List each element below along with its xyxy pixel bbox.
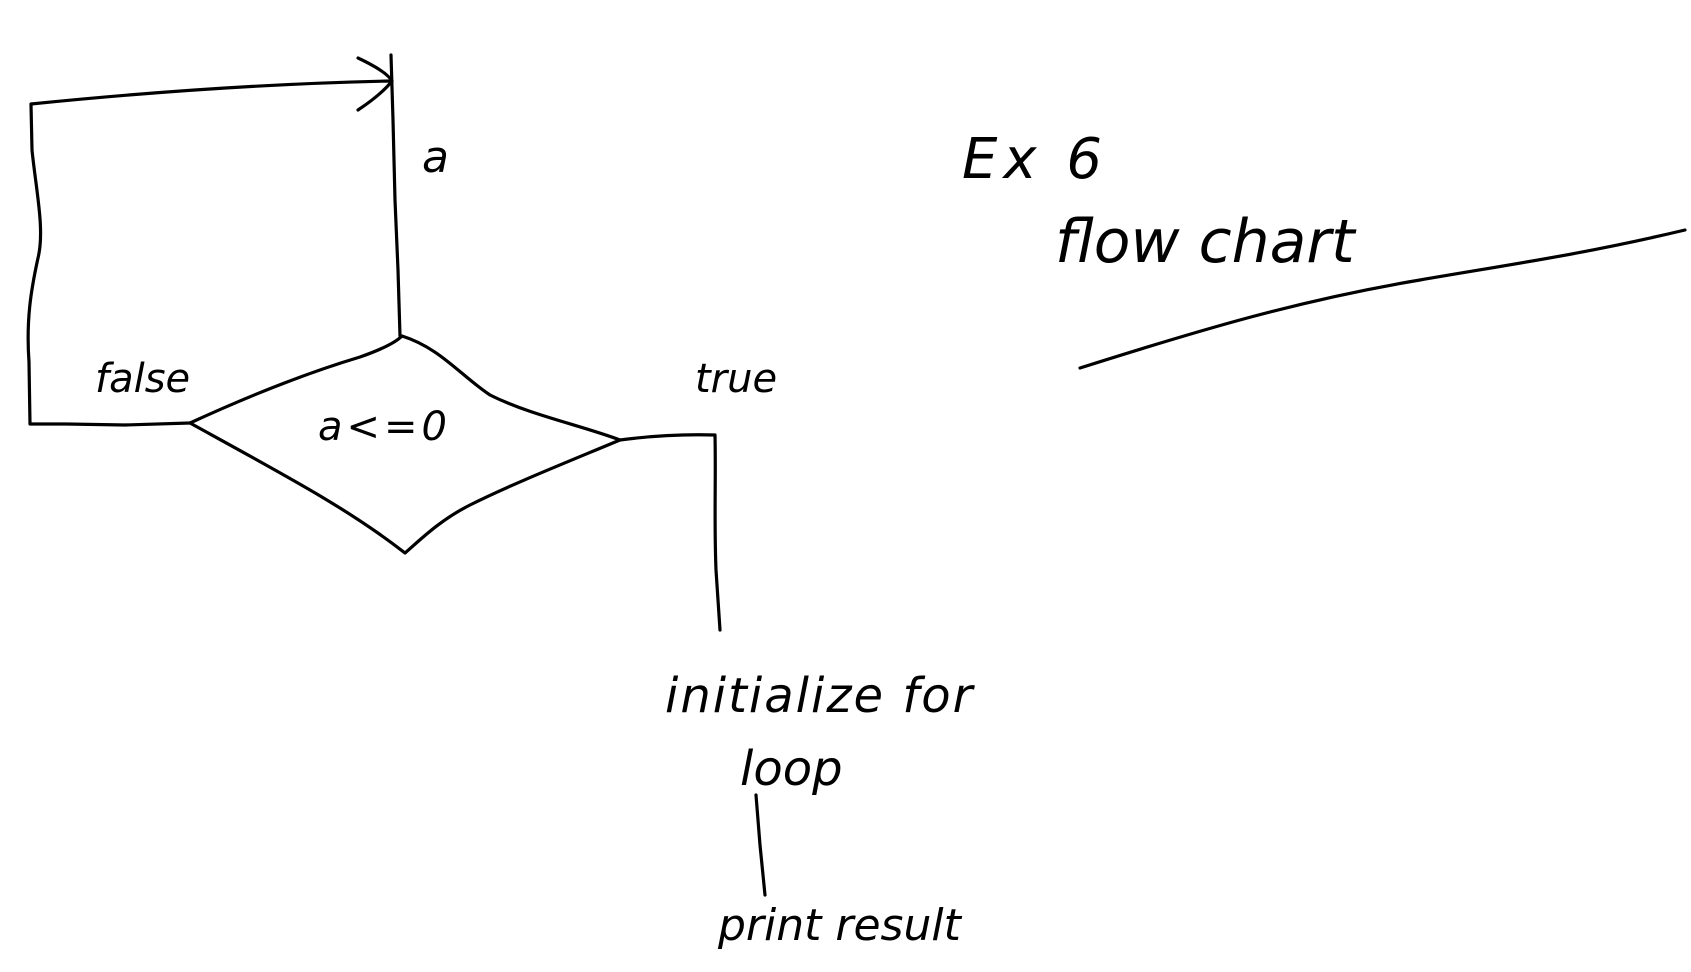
top-variable-label: a bbox=[422, 132, 449, 183]
decision-condition: a<=0 bbox=[318, 404, 451, 450]
true-connector bbox=[618, 433, 722, 632]
decision-diamond bbox=[188, 334, 622, 555]
output-label: print result bbox=[717, 900, 963, 951]
process-label-line2: loop bbox=[740, 741, 843, 797]
title-line2: flow chart bbox=[1055, 207, 1357, 277]
false-label: false bbox=[95, 356, 190, 402]
process-to-output-line bbox=[754, 793, 767, 897]
true-label: true bbox=[695, 356, 777, 402]
title-underline-stroke bbox=[1078, 228, 1687, 370]
false-loop-connector bbox=[26, 79, 392, 427]
title-line1: Ex 6 bbox=[962, 127, 1108, 192]
loop-arrowhead bbox=[356, 56, 394, 112]
process-label-line1: initialize for bbox=[665, 668, 976, 724]
top-entry-line bbox=[389, 53, 402, 338]
